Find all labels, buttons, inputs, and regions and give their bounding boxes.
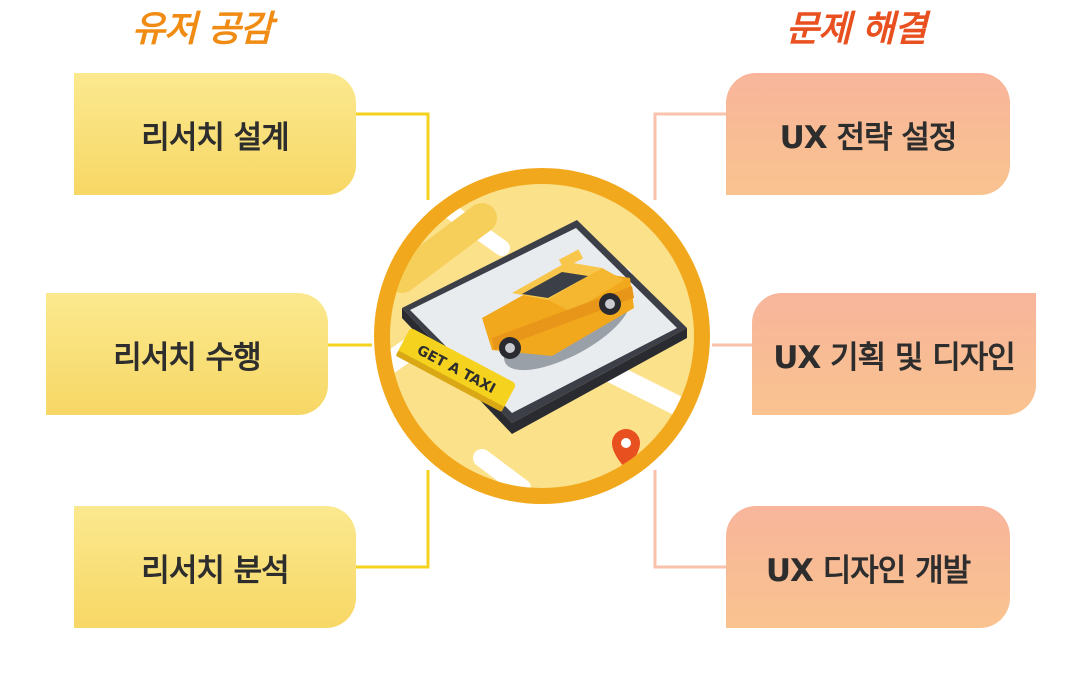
card-ux-design-development: UX 디자인 개발 xyxy=(726,506,1010,628)
card-ux-strategy-label: UX 전략 설정 xyxy=(779,119,958,156)
card-ux-planning-design: UX 기획 및 디자인 xyxy=(752,293,1036,415)
connector-right-bottom xyxy=(653,470,726,569)
taxi-icon xyxy=(482,249,634,359)
taxi-app-illustration-icon: GET A TAXI xyxy=(374,168,710,504)
card-ux-planning-design-label: UX 기획 및 디자인 xyxy=(773,339,1016,376)
card-research-execution-label: 리서치 수행 xyxy=(113,339,261,376)
problem-solving-heading: 문제 해결 xyxy=(786,9,927,50)
user-empathy-heading: 유저 공감 xyxy=(132,9,273,50)
connector-left-top xyxy=(355,112,430,200)
card-ux-strategy: UX 전략 설정 xyxy=(726,73,1010,195)
card-research-analysis-label: 리서치 분석 xyxy=(141,552,289,589)
connector-right-top xyxy=(653,112,726,200)
card-research-execution: 리서치 수행 xyxy=(46,293,328,415)
connector-left-bottom xyxy=(355,470,430,569)
card-research-design-label: 리서치 설계 xyxy=(141,119,289,156)
card-research-analysis: 리서치 분석 xyxy=(74,506,356,628)
card-research-design: 리서치 설계 xyxy=(74,73,356,195)
card-ux-design-development-label: UX 디자인 개발 xyxy=(765,552,971,589)
